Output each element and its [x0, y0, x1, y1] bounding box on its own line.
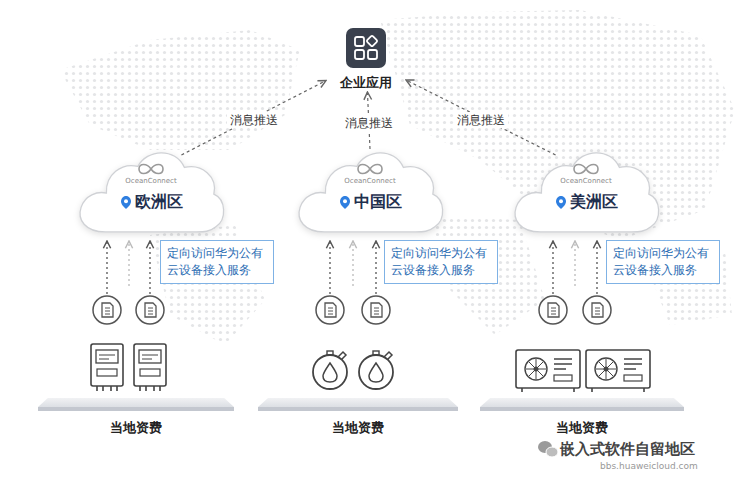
sim-icon	[583, 296, 611, 324]
callout-box: 定向访问华为公有云设备接入服务	[606, 240, 720, 284]
location-pin	[555, 195, 567, 210]
watermark-text: 嵌入式软件自留地区	[560, 440, 695, 459]
tariff-platform: 当地资费	[258, 398, 458, 437]
oceanconnect-logo	[572, 162, 600, 176]
cloud-region: OceanConnect 美洲区	[510, 145, 662, 237]
region-name: 美洲区	[570, 192, 618, 212]
push-connector	[406, 80, 556, 155]
sim-icon	[136, 296, 164, 324]
tariff-platform: 当地资费	[480, 398, 684, 437]
tariff-label: 当地资费	[480, 419, 684, 437]
edge-label: 消息推送	[342, 115, 396, 131]
watermark-url: bbs.huaweicloud.com	[600, 461, 698, 471]
oceanconnect-logo	[356, 162, 384, 176]
electric-meter	[91, 344, 123, 391]
brand-text: OceanConnect	[294, 177, 446, 186]
sim-icon	[362, 296, 390, 324]
cloud-region: OceanConnect 中国区	[294, 145, 446, 237]
cloud-shape	[510, 145, 662, 237]
wechat-icon	[538, 441, 558, 457]
callout-text: 定向访问华为公有云设备接入服务	[391, 245, 491, 279]
callout-text: 定向访问华为公有云设备接入服务	[613, 245, 713, 279]
platform-slab	[38, 398, 234, 411]
location-pin	[339, 195, 351, 210]
push-connector	[181, 81, 326, 155]
tariff-label: 当地资费	[258, 419, 458, 437]
sim-icons	[93, 296, 611, 324]
app-label: 企业应用	[326, 74, 406, 92]
sim-icon	[316, 296, 344, 324]
callout-box: 定向访问华为公有云设备接入服务	[160, 240, 274, 284]
platform-slab	[480, 398, 684, 411]
callout-box: 定向访问华为公有云设备接入服务	[384, 240, 498, 284]
cloud-region: OceanConnect 欧洲区	[75, 145, 227, 237]
callout-text: 定向访问华为公有云设备接入服务	[167, 245, 267, 279]
app-icon	[346, 28, 386, 68]
brand-text: OceanConnect	[510, 177, 662, 186]
sim-icon	[93, 296, 121, 324]
edge-label: 消息推送	[227, 112, 281, 128]
map-dots	[60, 10, 735, 345]
electric-meter	[134, 344, 166, 391]
cloud-shape	[75, 145, 227, 237]
tariff-platform: 当地资费	[38, 398, 234, 437]
sim-icon	[539, 296, 567, 324]
cloud-shape	[294, 145, 446, 237]
oceanconnect-logo	[137, 162, 165, 176]
server-device	[586, 350, 650, 392]
uplink-arrows	[107, 241, 597, 294]
server-device	[516, 350, 580, 392]
brand-text: OceanConnect	[75, 177, 227, 186]
tariff-label: 当地资费	[38, 419, 234, 437]
water-meter	[313, 351, 347, 389]
region-name: 中国区	[354, 192, 402, 212]
platform-slab	[258, 398, 458, 411]
water-meter	[359, 351, 393, 389]
app-node: 企业应用	[326, 28, 406, 92]
edge-label: 消息推送	[454, 112, 508, 128]
devices	[91, 344, 650, 392]
location-pin	[120, 195, 132, 210]
region-name: 欧洲区	[135, 192, 183, 212]
